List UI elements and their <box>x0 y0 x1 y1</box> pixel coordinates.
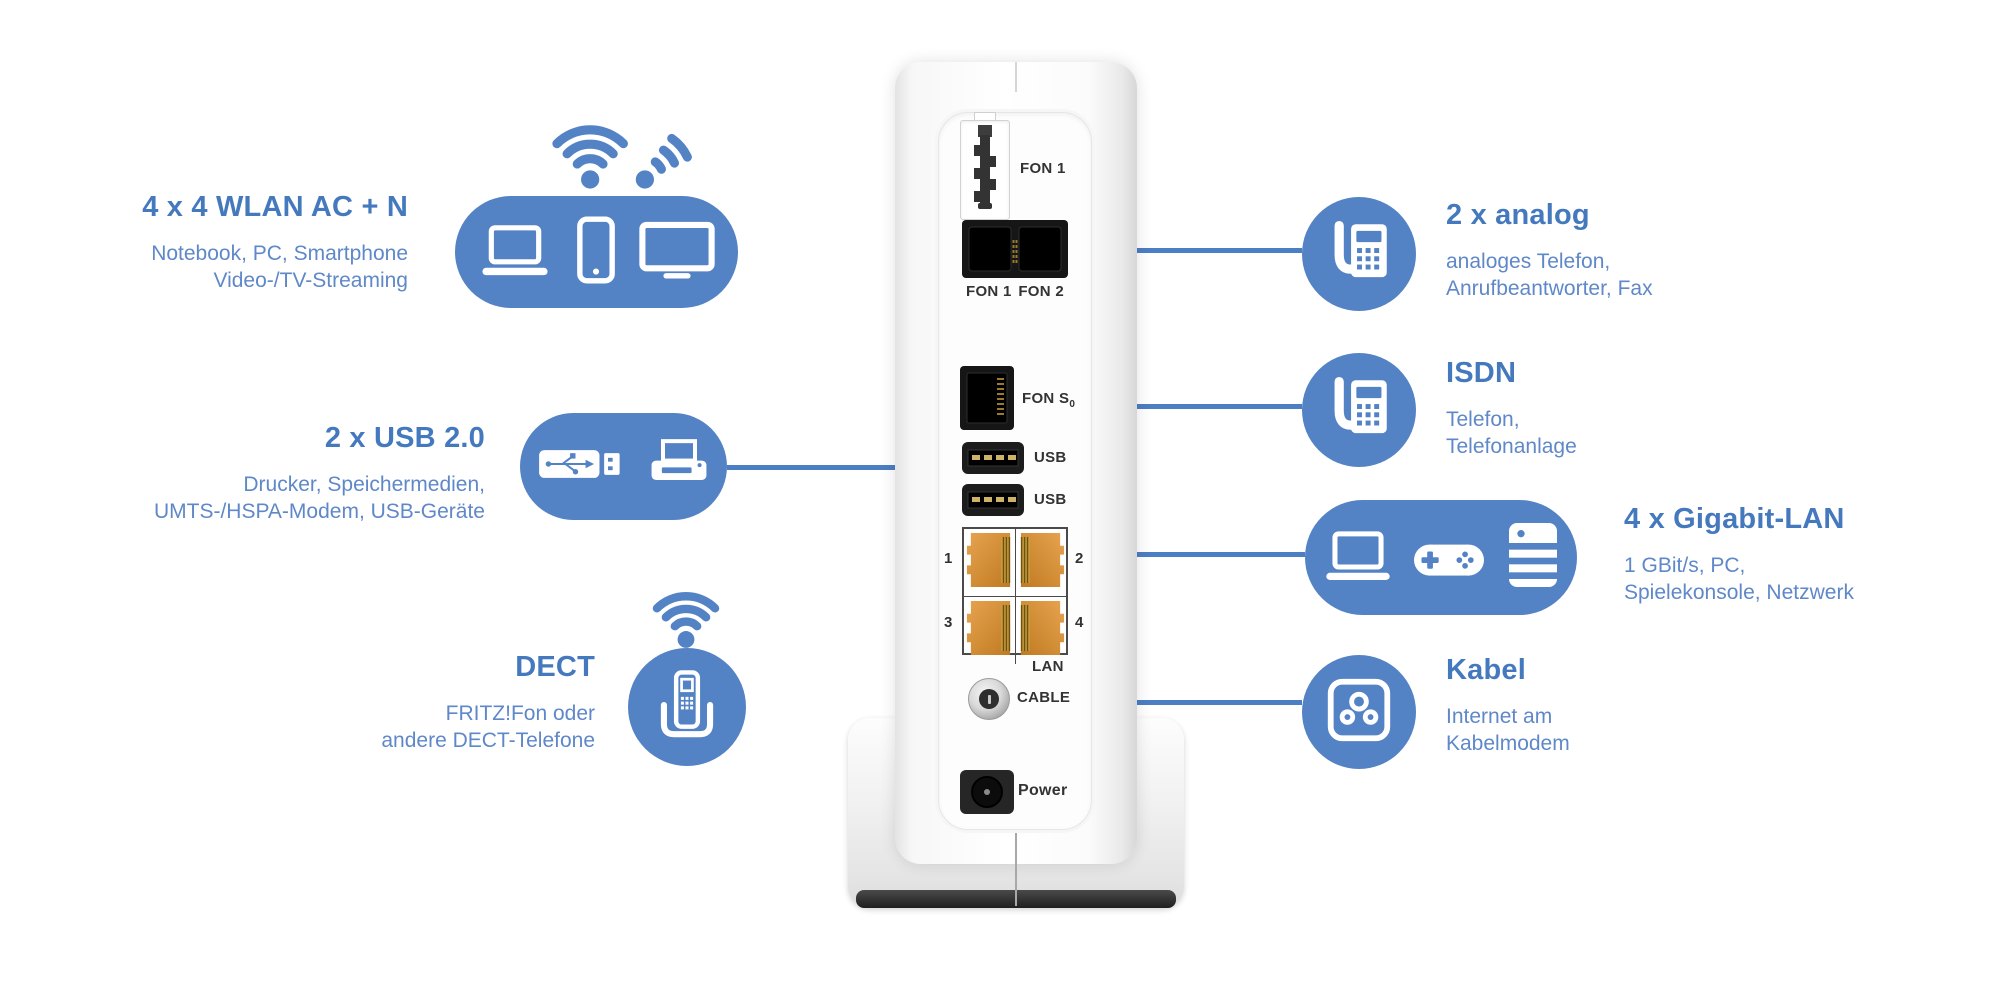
lan-port-3 <box>964 597 1016 664</box>
usb-port-2 <box>962 484 1024 521</box>
feature-analog-line1: analoges Telefon, <box>1446 250 1611 273</box>
lan-port-1 <box>964 529 1016 597</box>
usb-connector-line <box>727 465 895 470</box>
feature-dect-line1: FRITZ!Fon oder <box>445 702 595 725</box>
usb1-label: USB <box>1034 449 1067 466</box>
feature-dect-line2: andere DECT-Telefone <box>381 729 595 752</box>
fon-s0-label: FON S0 <box>1022 390 1075 410</box>
feature-isdn-title: ISDN <box>1446 357 1517 389</box>
power-jack-pin <box>984 789 990 795</box>
kabel-connector-line <box>1137 700 1302 705</box>
gamepad-icon <box>1410 529 1488 587</box>
lan-port-block <box>962 527 1068 664</box>
feature-analog-line2: Anrufbeantworter, Fax <box>1446 277 1653 300</box>
feature-wlan-line2: Video-/TV-Streaming <box>213 269 408 292</box>
feature-usb-title: 2 x USB 2.0 <box>324 422 485 454</box>
router-bottom-seam <box>1015 832 1017 906</box>
fon1-label: FON 1 <box>966 283 1012 300</box>
feature-usb: 2 x USB 2.0 Drucker, Speichermedien, UMT… <box>65 421 485 525</box>
analog-phone-circle <box>1302 197 1416 311</box>
feature-kabel-line1: Internet am <box>1446 705 1553 728</box>
feature-kabel-line2: Kabelmodem <box>1446 732 1570 755</box>
lan1-number: 1 <box>944 550 953 567</box>
feature-isdn-line2: Telefonanlage <box>1446 435 1577 458</box>
kabel-socket-circle <box>1302 655 1416 769</box>
smartphone-icon <box>576 216 616 289</box>
lan-port-4 <box>1016 597 1067 664</box>
feature-wlan: 4 x 4 WLAN AC + N Notebook, PC, Smartpho… <box>0 190 408 294</box>
feature-gigabit-lan: 4 x Gigabit-LAN 1 GBit/s, PC, Spielekons… <box>1624 502 1984 606</box>
lan-devices-pill <box>1305 500 1577 615</box>
lan-label: LAN <box>1032 658 1064 675</box>
usb-devices-pill <box>520 413 727 520</box>
tae-port-label: FON 1 <box>1020 160 1066 177</box>
usb-stick-icon <box>536 442 632 491</box>
coax-inner <box>979 689 999 709</box>
feature-analog: 2 x analog analoges Telefon, Anrufbeantw… <box>1446 198 1866 302</box>
power-label: Power <box>1018 782 1068 799</box>
feature-wlan-line1: Notebook, PC, Smartphone <box>151 242 408 265</box>
router-top-seam <box>1015 62 1017 92</box>
wifi-double-icon <box>525 96 697 195</box>
feature-kabel-title: Kabel <box>1446 654 1526 686</box>
desk-phone-icon <box>1322 371 1396 450</box>
analog-connector-line <box>1137 248 1302 253</box>
feature-dect: DECT FRITZ!Fon oder andere DECT-Telefone <box>235 650 595 754</box>
isdn-connector-line <box>1137 404 1302 409</box>
usb2-label: USB <box>1034 491 1067 508</box>
laptop-icon <box>478 223 552 282</box>
wlan-devices-pill <box>455 196 738 308</box>
feature-gigabit-lan-title: 4 x Gigabit-LAN <box>1624 503 1845 535</box>
dect-phone-circle <box>628 648 746 766</box>
fon1-fon2-labels: FON 1 FON 2 <box>962 283 1068 300</box>
feature-gigabit-lan-line2: Spielekonsole, Netzwerk <box>1624 581 1854 604</box>
tae-fon1-port <box>960 120 1010 220</box>
desk-phone-icon <box>1322 215 1396 294</box>
fon2-label: FON 2 <box>1018 283 1064 300</box>
feature-usb-line1: Drucker, Speichermedien, <box>243 473 485 496</box>
feature-gigabit-lan-line1: 1 GBit/s, PC, <box>1624 554 1746 577</box>
fon-s0-port <box>960 366 1014 435</box>
cable-label: CABLE <box>1017 689 1071 706</box>
lan-connector-line <box>1137 552 1305 557</box>
laptop-icon <box>1322 529 1394 587</box>
power-jack <box>971 776 1003 808</box>
feature-analog-title: 2 x analog <box>1446 199 1590 231</box>
lan2-number: 2 <box>1075 550 1084 567</box>
feature-wlan-title: 4 x 4 WLAN AC + N <box>142 191 408 223</box>
feature-isdn: ISDN Telefon, Telefonanlage <box>1446 356 1866 460</box>
feature-dect-title: DECT <box>515 651 595 683</box>
isdn-phone-circle <box>1302 353 1416 467</box>
usb-port-1 <box>962 442 1024 479</box>
tae-connector-icon <box>974 125 996 209</box>
server-icon <box>1505 520 1561 595</box>
feature-usb-line2: UMTS-/HSPA-Modem, USB-Geräte <box>153 500 485 523</box>
feature-isdn-line1: Telefon, <box>1446 408 1520 431</box>
fon-s-subscript: 0 <box>1069 399 1076 410</box>
wifi-icon <box>630 570 742 655</box>
power-port <box>960 770 1014 814</box>
cable-socket-icon <box>1323 674 1395 751</box>
feature-kabel: Kabel Internet am Kabelmodem <box>1446 653 1806 757</box>
lan4-number: 4 <box>1075 614 1084 631</box>
cable-coax-port <box>968 678 1010 720</box>
coax-pin <box>987 694 991 704</box>
printer-icon <box>647 437 711 496</box>
monitor-icon <box>639 221 715 284</box>
fon1-fon2-ports <box>962 220 1068 283</box>
cordless-phone-icon <box>649 667 725 748</box>
lan3-number: 3 <box>944 614 953 631</box>
fon-s-text: FON S <box>1022 390 1070 407</box>
lan-port-2 <box>1016 529 1067 597</box>
